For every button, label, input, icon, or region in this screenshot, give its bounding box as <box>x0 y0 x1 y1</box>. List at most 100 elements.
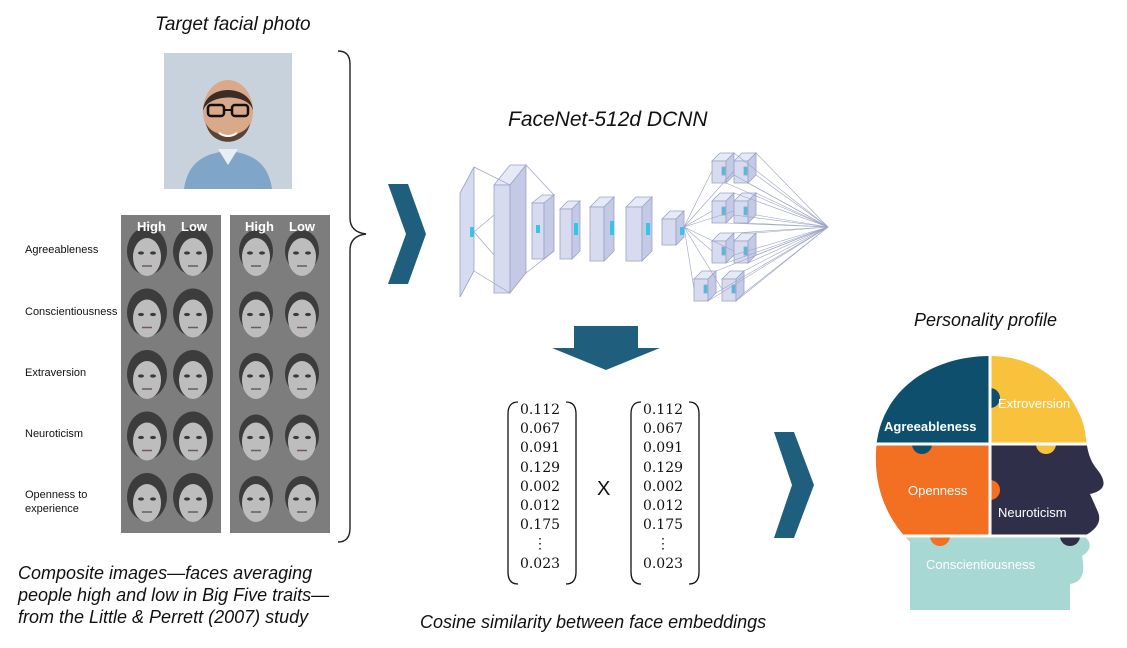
cnn-connection <box>755 214 829 228</box>
cnn-connection <box>715 226 829 294</box>
cnn-connection <box>747 222 829 228</box>
cnn-connection <box>733 152 829 228</box>
portrait-illustration <box>164 53 292 189</box>
cnn-connection <box>715 226 829 272</box>
cnn-connection <box>755 226 829 234</box>
vector-value: 0.112 <box>642 402 684 418</box>
piece-neuroticism <box>990 444 1104 536</box>
header-low-1: Low <box>181 219 207 234</box>
cnn-connection <box>683 226 723 290</box>
composite-face <box>173 473 213 522</box>
vector-value: 0.002 <box>519 478 561 495</box>
composite-face <box>239 476 273 522</box>
label-neuroticism: Neuroticism <box>998 505 1067 520</box>
vector-value: ⋮ <box>533 536 547 553</box>
composite-face <box>173 411 213 461</box>
caption-line: from the Little & Perrett (2007) study <box>18 607 309 627</box>
cnn-cube-part <box>743 166 748 176</box>
target-photo <box>164 53 292 189</box>
cnn-connection <box>683 170 735 228</box>
composite-face <box>239 230 273 276</box>
label-agreeableness: Agreeableness <box>884 419 977 434</box>
composite-face <box>239 353 273 399</box>
composite-face <box>239 291 273 338</box>
trait-label: Neuroticism <box>25 428 84 440</box>
vector-value: 0.112 <box>519 402 561 418</box>
grouping-brace <box>337 50 367 543</box>
cnn-connection <box>683 210 713 228</box>
composite-face <box>127 227 167 276</box>
label-conscientiousness: Conscientiousness <box>926 557 1036 572</box>
cnn-cube-part <box>703 284 708 294</box>
composite-face <box>285 353 319 399</box>
cnn-cube-part <box>721 206 726 216</box>
cnn-connection <box>755 152 829 228</box>
cnn-connection <box>743 226 829 272</box>
cnn-cube-part <box>721 246 726 256</box>
cnn-connection <box>725 226 829 264</box>
vector-value: 0.067 <box>519 421 561 438</box>
composite-face <box>173 227 213 276</box>
arrow-right-1 <box>388 184 426 284</box>
cnn-connection <box>683 210 735 228</box>
vector-value: 0.002 <box>642 478 684 495</box>
vector-value: 0.012 <box>642 498 684 515</box>
arrow-down <box>552 326 660 370</box>
embedding-vector-b: 0.112 0.067 0.091 0.129 0.002 0.012 0.17… <box>635 401 691 574</box>
personality-head: Agreeableness Extroversion Openness Neur… <box>875 356 1104 610</box>
cnn-cube-part <box>721 166 726 176</box>
header-high-1: High <box>137 219 166 234</box>
cnn-cube-part <box>743 206 748 216</box>
vector-brackets-right <box>630 401 700 585</box>
composite-face <box>285 476 319 522</box>
composite-caption: Composite images—faces averaging people … <box>18 562 363 628</box>
trait-label: Conscientiousness <box>25 306 118 318</box>
vector-value: 0.012 <box>519 498 561 515</box>
conv-layer <box>493 184 511 294</box>
label-extroversion: Extroversion <box>998 396 1070 411</box>
cosine-caption: Cosine similarity between face embedding… <box>420 612 767 632</box>
composite-face <box>285 291 319 338</box>
composite-face <box>127 411 167 461</box>
piece-conscientiousness <box>875 536 1104 610</box>
composite-faces <box>127 227 319 522</box>
label-openness: Openness <box>908 483 968 498</box>
trait-label: Extraversion <box>25 367 87 379</box>
cnn-connection <box>755 174 829 228</box>
composite-face <box>285 414 319 461</box>
cnn-connection <box>733 226 829 256</box>
composite-face <box>285 230 319 276</box>
vector-value: 0.023 <box>519 555 561 572</box>
vector-value: 0.175 <box>519 517 561 534</box>
vector-value: 0.129 <box>642 459 684 476</box>
vector-value: 0.091 <box>642 440 684 457</box>
cnn-connection <box>755 192 829 228</box>
cnn-connection <box>725 182 829 228</box>
vector-value: 0.091 <box>519 440 561 457</box>
cnn-connection <box>747 226 829 264</box>
composite-face <box>173 288 213 338</box>
cnn-connection <box>747 182 829 228</box>
cnn-diagram <box>459 152 829 302</box>
vector-value: ⋮ <box>656 536 670 553</box>
composite-face <box>127 288 167 338</box>
cnn-connection <box>683 226 735 252</box>
caption-line: Composite images—faces averaging <box>18 563 313 583</box>
cnn-connection <box>733 214 829 228</box>
cnn-connection <box>733 192 829 228</box>
arrow-right-2 <box>774 432 814 538</box>
cnn-connection <box>683 226 713 252</box>
target-photo-title: Target facial photo <box>155 14 311 35</box>
vector-value: 0.023 <box>642 555 684 572</box>
profile-title: Personality profile <box>914 310 1058 330</box>
vector-value: 0.129 <box>519 459 561 476</box>
embedding-vector-a: 0.112 0.067 0.091 0.129 0.002 0.012 0.17… <box>512 401 568 574</box>
caption-line: people high and low in Big Five traits— <box>18 585 330 605</box>
trait-label: Openness to experience <box>25 489 88 515</box>
composite-face <box>173 350 213 399</box>
header-low-2: Low <box>289 219 315 234</box>
header-high-2: High <box>245 219 274 234</box>
cnn-connection <box>733 226 829 234</box>
composite-face <box>127 350 167 399</box>
vector-value: 0.175 <box>642 517 684 534</box>
